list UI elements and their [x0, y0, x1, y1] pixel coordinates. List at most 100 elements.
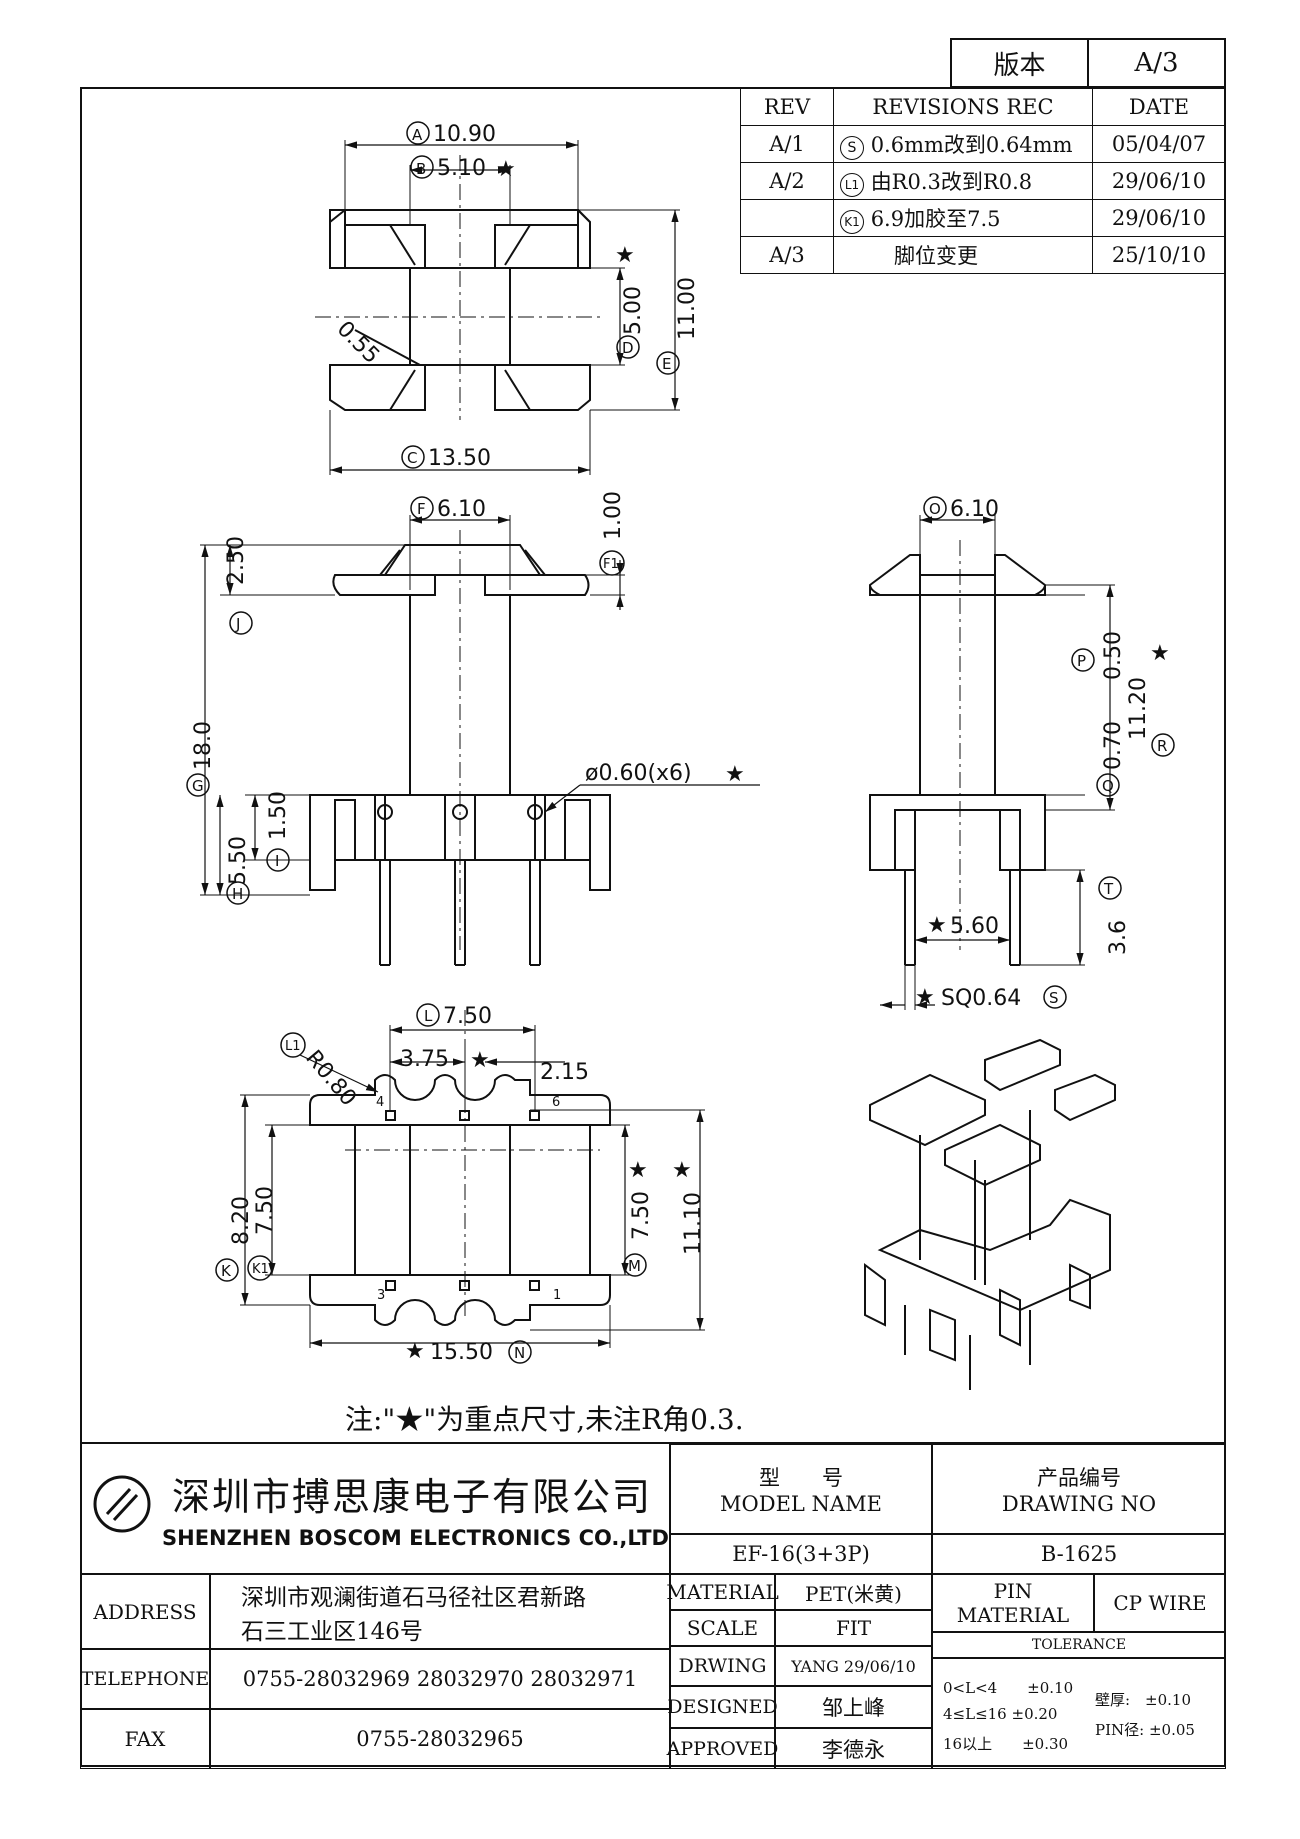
dim-sq: ★SQ0.64 S	[915, 985, 1067, 1011]
dim-span: ★5.60	[927, 913, 999, 939]
telephone-value: 0755-28032969 28032970 28032971	[210, 1649, 670, 1709]
svg-text:8.20: 8.20	[229, 1196, 254, 1245]
svg-text:7.50: 7.50	[443, 1004, 492, 1029]
rev-mark: S	[840, 135, 864, 160]
revision-row: A/1 S 0.6mm改到0.64mm 05/04/07	[740, 125, 1226, 163]
side-view	[868, 554, 1047, 966]
tolerance-cell: 0<L<4 ±0.10 4≤L≤16 ±0.20 16以上 ±0.30 壁厚: …	[932, 1658, 1226, 1769]
dim-angle: 0.55	[332, 317, 384, 369]
svg-text:0.70: 0.70	[1101, 721, 1126, 770]
title-block: 深圳市搏思康电子有限公司 SHENZHEN BOSCOM ELECTRONICS…	[80, 1442, 1226, 1769]
pin-label-6: 6	[552, 1095, 560, 1110]
svg-text:5.60: 5.60	[950, 914, 999, 939]
drwing-label: DRWING	[670, 1646, 775, 1686]
svg-text:★: ★	[927, 913, 947, 938]
svg-text:F: F	[417, 500, 426, 518]
dim-h-value: 5.50	[226, 836, 251, 885]
svg-text:★: ★	[496, 157, 516, 182]
svg-text:5.10: 5.10	[437, 156, 486, 181]
svg-text:7.50: 7.50	[629, 1191, 654, 1240]
svg-text:13.50: 13.50	[428, 446, 491, 471]
dim-f: F 6.10	[410, 496, 486, 522]
fax-value: 0755-28032965	[210, 1709, 670, 1769]
telephone-label: TELEPHONE	[80, 1649, 210, 1709]
svg-text:G: G	[192, 777, 204, 795]
svg-text:★: ★	[1150, 641, 1170, 666]
svg-text:★: ★	[915, 985, 935, 1010]
svg-text:★: ★	[672, 1158, 692, 1183]
svg-text:3.6: 3.6	[1106, 920, 1131, 955]
svg-text:L1: L1	[285, 1039, 301, 1054]
dim-l: L 7.50	[416, 1003, 492, 1029]
star-d: ★	[615, 243, 635, 268]
svg-text:A: A	[412, 126, 423, 144]
svg-text:6.10: 6.10	[950, 497, 999, 522]
revision-row: A/2 L1 由R0.3改到R0.8 29/06/10	[740, 162, 1226, 200]
dim-d: 5.00D	[616, 286, 646, 359]
address-label: ADDRESS	[80, 1574, 210, 1649]
svg-text:R: R	[1157, 737, 1167, 755]
svg-text:O: O	[929, 500, 941, 518]
dim-i-value: 1.50	[266, 791, 291, 840]
company-logo	[93, 1475, 151, 1533]
drwing-value: YANG 29/06/10	[775, 1646, 932, 1686]
dim-g: 18.0G	[186, 721, 216, 797]
svg-text:B: B	[416, 160, 426, 178]
bottom-view	[309, 1074, 611, 1326]
dim-j: J	[229, 611, 253, 635]
rev-mark: K1	[840, 209, 864, 234]
svg-text:6.10: 6.10	[437, 497, 486, 522]
dim-11-10: ★11.10	[672, 1158, 706, 1255]
dim-pitch: 3.75★	[400, 1047, 490, 1073]
svg-text:K1: K1	[252, 1262, 269, 1277]
approved-label: APPROVED	[667, 1728, 778, 1769]
material-label: MATERIAL	[666, 1574, 779, 1610]
svg-text:N: N	[514, 1344, 525, 1362]
technical-drawing: A10.90 B5.10★ C13.50 ★ 5.00D 11.00E 0.55…	[186, 121, 1175, 1390]
svg-text:18.0: 18.0	[191, 721, 216, 770]
svg-text:L: L	[424, 1007, 433, 1025]
version-label: 版本	[952, 40, 1089, 86]
company-en: SHENZHEN BOSCOM ELECTRONICS CO.,LTD	[162, 1526, 669, 1550]
isometric-view	[864, 1038, 1116, 1390]
svg-text:J: J	[235, 615, 240, 633]
dim-2-50: 2.50	[224, 536, 249, 585]
model-value: EF-16(3+3P)	[670, 1534, 932, 1574]
dim-f1: F1	[599, 550, 625, 576]
dim-f1-value: 1.00	[601, 491, 626, 540]
svg-text:S: S	[1049, 989, 1059, 1007]
version-value: A/3	[1134, 48, 1179, 78]
svg-text:SQ0.64: SQ0.64	[941, 986, 1021, 1011]
revision-table: REV REVISIONS REC DATE A/1 S 0.6mm改到0.64…	[740, 88, 1226, 274]
svg-text:★: ★	[628, 1158, 648, 1183]
revision-row: K1 6.9加胶至7.5 29/06/10	[740, 199, 1226, 237]
svg-text:11.00: 11.00	[675, 277, 700, 340]
svg-text:Q: Q	[1102, 777, 1114, 795]
svg-text:F1: F1	[603, 557, 619, 572]
svg-text:7.50: 7.50	[253, 1186, 278, 1235]
svg-text:5.00: 5.00	[621, 286, 646, 335]
rev-mark: L1	[840, 172, 864, 197]
tolerance-label: TOLERANCE	[932, 1632, 1226, 1658]
address-line1: 深圳市观澜街道石马径社区君新路	[241, 1584, 586, 1611]
designed-label: DESIGNED	[667, 1686, 778, 1728]
note: 注:"★"为重点尺寸,未注R角0.3.	[345, 1403, 744, 1436]
company-cell: 深圳市搏思康电子有限公司 SHENZHEN BOSCOM ELECTRONICS…	[80, 1444, 670, 1574]
svg-text:H: H	[232, 885, 243, 903]
approved-value: 李德永	[775, 1728, 932, 1769]
pin-label-3: 3	[377, 1288, 385, 1303]
drawing-value: B-1625	[932, 1534, 1226, 1574]
rec-header: REVISIONS REC	[833, 88, 1093, 126]
dim-o: O 6.10	[923, 496, 999, 522]
fax-label: FAX	[80, 1709, 210, 1769]
material-value: PET(米黄)	[775, 1574, 932, 1610]
front-view	[309, 544, 611, 966]
dim-k: 8.20K	[215, 1196, 254, 1282]
dim-m: ★7.50M	[623, 1158, 654, 1277]
